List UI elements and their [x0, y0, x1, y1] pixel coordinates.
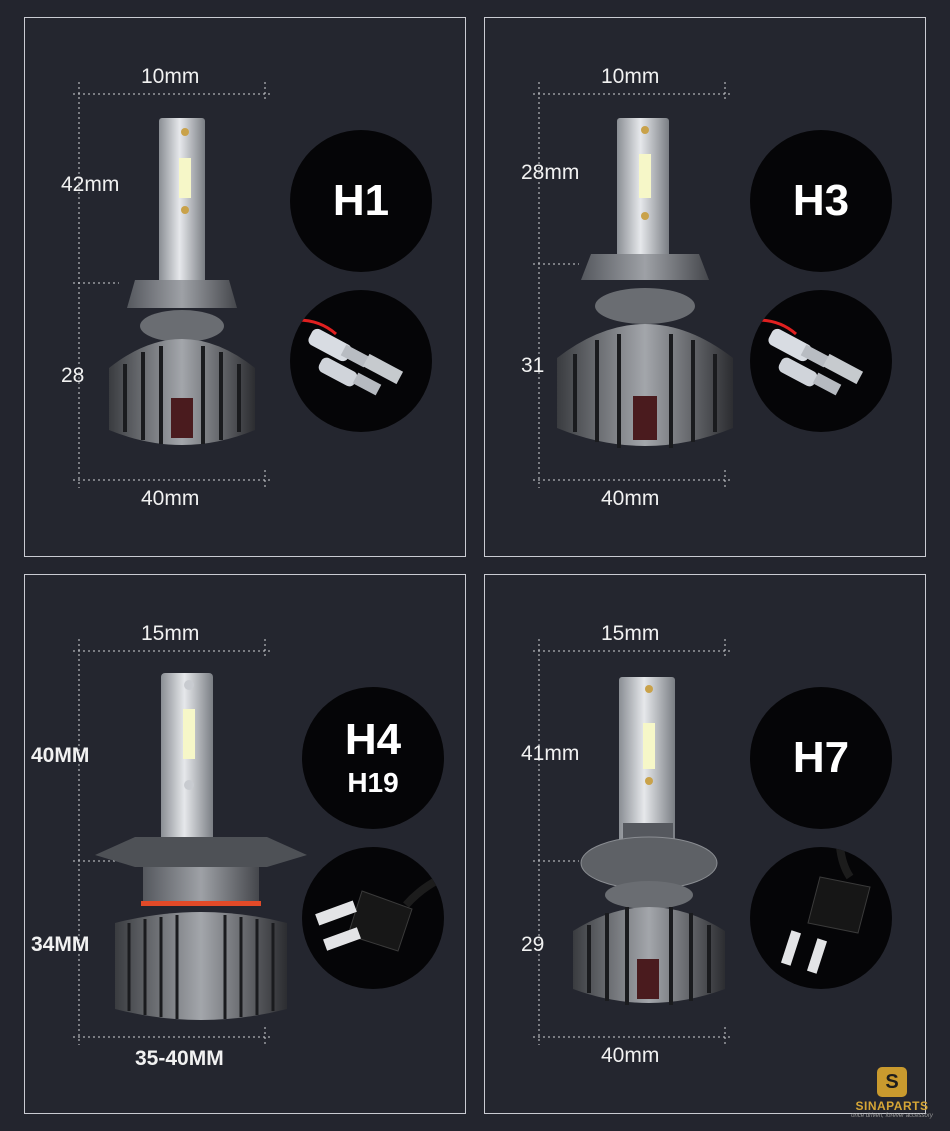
- height-upper-label: 41mm: [521, 742, 580, 765]
- dimension-guides: [533, 82, 733, 488]
- bulb-type-badge: H4 H19: [302, 687, 444, 829]
- brand-logo: S SINAPARTS once driven, forever accesso…: [844, 1067, 940, 1125]
- height-lower-label: 28: [61, 364, 85, 387]
- width-top-label: 10mm: [141, 65, 200, 88]
- bulb-type-label: H7: [792, 733, 850, 782]
- bulb-type-sublabel: H19: [347, 767, 399, 798]
- led-bulb-image: [573, 677, 725, 1005]
- bulb-type-badge: H1: [290, 130, 432, 272]
- bulb-type-badge: H3: [750, 130, 892, 272]
- panel-h4: 15mm 40MM 34MM 35-40MM H4 H19: [24, 574, 466, 1114]
- width-bottom-label: 40mm: [141, 487, 200, 510]
- height-upper-label: 28mm: [521, 161, 580, 184]
- width-bottom-label: 40mm: [601, 487, 660, 510]
- bulb-type-label: H3: [792, 176, 850, 225]
- height-upper-label: 42mm: [61, 173, 120, 196]
- bulb-type-label: H1: [332, 176, 390, 225]
- width-top-label: 15mm: [141, 622, 200, 645]
- connector-image: [750, 290, 892, 432]
- brand-name: SINAPARTS: [855, 1099, 929, 1113]
- panel-h7: 15mm 41mm 29 40mm H7: [484, 574, 926, 1114]
- led-bulb-image: [109, 118, 255, 445]
- width-top-label: 10mm: [601, 65, 660, 88]
- dimension-guides: [533, 639, 733, 1045]
- height-lower-label: 34MM: [31, 933, 90, 956]
- connector-image: [302, 847, 444, 989]
- connector-image: [290, 290, 432, 432]
- width-bottom-label: 35-40MM: [135, 1047, 224, 1070]
- led-bulb-image: [95, 673, 307, 1020]
- dimension-guides: [73, 639, 273, 1045]
- led-bulb-image: [557, 118, 733, 448]
- dimension-guides: [73, 82, 273, 488]
- brand-tagline: once driven, forever accessory: [851, 1113, 933, 1119]
- connector-image: [750, 847, 892, 989]
- width-bottom-label: 40mm: [601, 1044, 660, 1067]
- panel-h1: 10mm 42mm 28 40mm H1: [24, 17, 466, 557]
- height-lower-label: 31: [521, 354, 545, 377]
- bulb-type-label: H4: [344, 715, 402, 764]
- bulb-type-badge: H7: [750, 687, 892, 829]
- height-upper-label: 40MM: [31, 744, 90, 767]
- width-top-label: 15mm: [601, 622, 660, 645]
- panel-h3: 10mm 28mm 31 40mm H3: [484, 17, 926, 557]
- height-lower-label: 29: [521, 933, 545, 956]
- brand-mark-icon: S: [877, 1067, 907, 1097]
